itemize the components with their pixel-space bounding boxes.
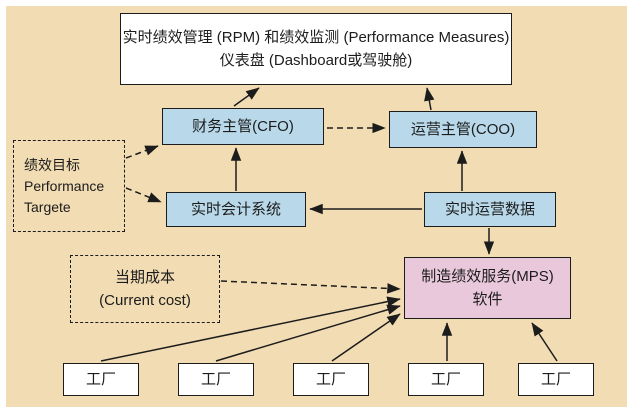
factory-5-label: 工厂 [540, 370, 571, 388]
node-realtime-accounting: 实时会计系统 [166, 192, 306, 227]
node-factory-2: 工厂 [178, 363, 254, 396]
ops-data-label: 实时运营数据 [444, 200, 535, 218]
perf-target-line1: 绩效目标 [24, 156, 80, 173]
arrow-coo-to-dashboard [424, 87, 435, 111]
node-performance-target: 绩效目标 Performance Targete [13, 140, 125, 232]
current-cost-line2: (Current cost) [99, 292, 191, 309]
arrow-cfo-to-dashboard [233, 87, 260, 107]
perf-target-line2: Performance [24, 177, 105, 194]
dashboard-line1: 实时绩效管理 (RPM) 和绩效监测 (Performance Measures… [122, 28, 510, 46]
factory-3-label: 工厂 [315, 370, 346, 388]
node-factory-4: 工厂 [408, 363, 484, 396]
arrow-perftarget-to-cfo [125, 145, 159, 159]
arrow-currentcost-to-mps [220, 280, 401, 294]
mps-line1: 制造绩效服务(MPS) [421, 267, 554, 285]
cfo-label: 财务主管(CFO) [192, 117, 294, 135]
factory-4-label: 工厂 [430, 370, 461, 388]
factory-1-label: 工厂 [85, 370, 116, 388]
current-cost-line1: 当期成本 [114, 268, 175, 286]
node-current-cost: 当期成本 (Current cost) [70, 255, 220, 323]
arrow-factory1-to-mps [100, 296, 401, 362]
node-factory-5: 工厂 [518, 363, 594, 396]
node-cfo: 财务主管(CFO) [162, 108, 324, 145]
node-factory-3: 工厂 [293, 363, 369, 396]
node-coo: 运营主管(COO) [389, 111, 537, 148]
node-mps-software: 制造绩效服务(MPS) 软件 [404, 257, 571, 319]
mps-line2: 软件 [472, 291, 503, 308]
arrow-perftarget-to-accounting [125, 187, 162, 203]
node-dashboard: 实时绩效管理 (RPM) 和绩效监测 (Performance Measures… [120, 13, 512, 85]
arrow-factory2-to-mps [215, 304, 401, 362]
node-realtime-ops-data: 实时运营数据 [424, 192, 556, 227]
dashboard-line2: 仪表盘 (Dashboard或驾驶舱) [219, 52, 413, 69]
arrow-factory5-to-mps [531, 322, 558, 362]
coo-label: 运营主管(COO) [410, 120, 516, 138]
perf-target-line3: Targete [24, 198, 71, 215]
accounting-label: 实时会计系统 [190, 200, 281, 218]
factory-2-label: 工厂 [200, 370, 231, 388]
node-factory-1: 工厂 [63, 363, 139, 396]
arrow-factory3-to-mps [331, 313, 401, 362]
